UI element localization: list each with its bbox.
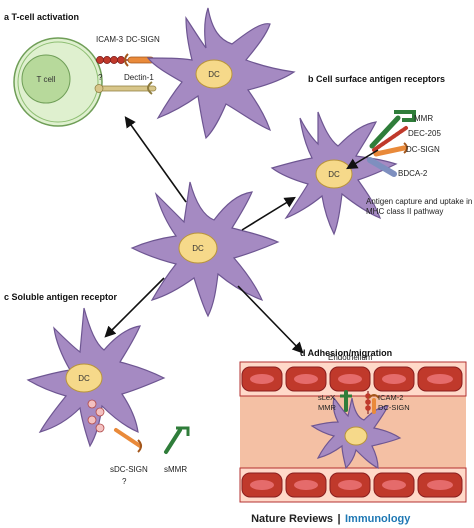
mmr-label-d: MMR (318, 403, 336, 412)
question-label-c: ? (122, 477, 127, 486)
dec205-molecule (372, 126, 408, 152)
icam3-molecule (96, 56, 128, 64)
smmr-molecule (164, 426, 190, 454)
mmr-molecule-d (340, 390, 352, 412)
panel-c-title: c Soluble antigen receptor (4, 292, 118, 302)
dendritic-cell-c: DC (26, 307, 166, 448)
unknown-receptor-a (94, 84, 157, 93)
slex-label: sLeX (318, 393, 335, 402)
t-cell-label: T cell (37, 75, 56, 84)
dc-label-c: DC (78, 374, 90, 383)
journal-separator: | (337, 513, 340, 525)
bdca2-label: BDCA-2 (398, 169, 428, 178)
capture-text-line2: MHC class II pathway (366, 207, 443, 216)
mmr-label-b: MMR (414, 114, 433, 123)
sdc-sign-label: sDC-SIGN (110, 465, 148, 474)
dendritic-cell-a: DC (146, 7, 296, 140)
endothelial-cells-bottom (241, 472, 463, 498)
dc-sign-label-d: DC-SIGN (378, 403, 410, 412)
icam2-label: ICAM-2 (378, 393, 403, 402)
capture-text-line1: Antigen capture and uptake in (366, 197, 472, 206)
panel-b-title: b Cell surface antigen receptors (308, 74, 445, 84)
arrow-to-panel-d (237, 285, 304, 354)
shed-receptors (87, 399, 105, 433)
icam3-label: ICAM-3 (96, 35, 124, 44)
dc-sign-label-b: DC-SIGN (406, 145, 440, 154)
dc-label-b: DC (328, 170, 340, 179)
dectin-molecule (147, 81, 153, 95)
dc-sign-molecule-b (373, 142, 408, 157)
t-cell: T cell (13, 37, 103, 127)
dc-sign-label-a: DC-SIGN (126, 35, 160, 44)
dc-sign-molecule-d (368, 394, 380, 414)
mmr-molecule-b (369, 110, 416, 149)
dc-label-center: DC (192, 244, 204, 253)
endothelium-label: Endothelium (328, 353, 373, 362)
arrow-to-panel-b (241, 196, 296, 231)
smmr-label: sMMR (164, 465, 187, 474)
sdc-sign-molecule (114, 428, 142, 453)
t-cell-nucleus (21, 54, 71, 104)
uptake-arrow (346, 149, 379, 170)
dendritic-cell-center: DC (130, 181, 280, 318)
dendritic-cell-b: DC (270, 111, 398, 236)
endothelial-cells-top (241, 366, 463, 392)
dendritic-cell-d (310, 396, 402, 470)
journal-section: Immunology (345, 513, 411, 525)
arrow-to-panel-c (104, 277, 165, 338)
dc-sign-molecule-a (124, 53, 155, 67)
dc-label-a: DC (208, 70, 220, 79)
panel-a-title: a T-cell activation (4, 12, 79, 22)
panel-d-title: d Adhesion/migration (300, 348, 392, 358)
bdca2-molecule (367, 157, 397, 177)
journal-name: Nature Reviews (251, 513, 333, 525)
question-label-a: ? (98, 73, 103, 82)
arrow-to-panel-a (124, 116, 187, 203)
dec205-label: DEC-205 (408, 129, 441, 138)
journal-credit: Nature Reviews | Immunology (251, 513, 411, 525)
dectin-label: Dectin-1 (124, 73, 154, 82)
